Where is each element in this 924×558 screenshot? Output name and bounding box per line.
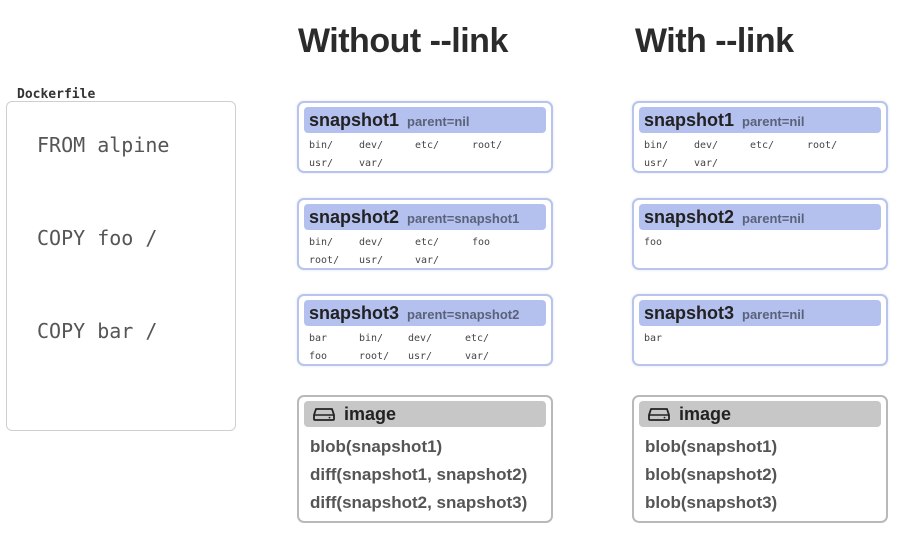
snapshot-parent: parent=nil (407, 114, 470, 129)
with-snapshot3-card: snapshot3 parent=nil bar (632, 294, 888, 366)
file-entry: foo (472, 237, 491, 248)
snapshot-header: snapshot3 parent=snapshot2 (304, 300, 546, 326)
dockerfile-line-from: FROM alpine (37, 133, 170, 157)
file-entry: etc/ (415, 140, 440, 151)
file-entry: var/ (465, 351, 490, 362)
file-entry: usr/ (309, 158, 334, 169)
with-snapshot2-card: snapshot2 parent=nil foo (632, 198, 888, 270)
file-entry: dev/ (359, 140, 384, 151)
snapshot-name: snapshot2 (644, 207, 735, 227)
snapshot-header: snapshot1 parent=nil (304, 107, 546, 133)
file-entry: root/ (309, 255, 340, 266)
file-entry: usr/ (644, 158, 669, 169)
image-layer: blob(snapshot1) (310, 437, 443, 456)
snapshot-parent: parent=nil (742, 211, 805, 226)
dockerfile-line-copy-bar: COPY bar / (37, 319, 158, 343)
file-entry: bin/ (309, 140, 334, 151)
file-entry: bin/ (309, 237, 334, 248)
image-header: image (304, 401, 546, 427)
disk-icon (313, 408, 335, 421)
disk-icon (648, 408, 670, 421)
file-entry: dev/ (408, 333, 433, 344)
file-entry: var/ (415, 255, 440, 266)
with-image-card: image blob(snapshot1) blob(snapshot2) bl… (632, 395, 888, 523)
image-layer: diff(snapshot1, snapshot2) (310, 465, 528, 484)
file-entry: usr/ (359, 255, 384, 266)
snapshot-name: snapshot1 (309, 110, 400, 130)
file-entry: foo (309, 351, 328, 362)
file-entry: etc/ (465, 333, 490, 344)
file-entry: var/ (359, 158, 384, 169)
file-entry: bar (309, 333, 328, 344)
snapshot-header: snapshot3 parent=nil (639, 300, 881, 326)
file-entry: foo (644, 237, 663, 248)
file-entry: dev/ (359, 237, 384, 248)
file-entry: bin/ (644, 140, 669, 151)
image-title: image (679, 404, 732, 424)
file-entry: usr/ (408, 351, 433, 362)
without-snapshot2-card: snapshot2 parent=snapshot1 bin/ dev/ etc… (297, 198, 553, 270)
dockerfile-line-copy-foo: COPY foo / (37, 226, 158, 250)
snapshot-name: snapshot1 (644, 110, 735, 130)
image-layer: blob(snapshot3) (645, 493, 778, 512)
file-entry: root/ (359, 351, 390, 362)
file-entry: root/ (472, 140, 503, 151)
snapshot-header: snapshot1 parent=nil (639, 107, 881, 133)
file-entry: etc/ (415, 237, 440, 248)
without-image-card: image blob(snapshot1) diff(snapshot1, sn… (297, 395, 553, 523)
file-entry: etc/ (750, 140, 775, 151)
with-snapshot1-card: snapshot1 parent=nil bin/ dev/ etc/ root… (632, 101, 888, 173)
snapshot-name: snapshot2 (309, 207, 400, 227)
image-title: image (344, 404, 397, 424)
without-snapshot1-card: snapshot1 parent=nil bin/ dev/ etc/ root… (297, 101, 553, 173)
snapshot-name: snapshot3 (644, 303, 735, 323)
file-entry: var/ (694, 158, 719, 169)
dockerfile-box: FROM alpine COPY foo / COPY bar / (6, 101, 236, 431)
dockerfile-label: Dockerfile (17, 87, 96, 102)
file-entry: bin/ (359, 333, 384, 344)
snapshot-parent: parent=nil (742, 307, 805, 322)
snapshot-header: snapshot2 parent=nil (639, 204, 881, 230)
snapshot-parent: parent=snapshot2 (407, 307, 520, 322)
snapshot-parent: parent=nil (742, 114, 805, 129)
snapshot-header: snapshot2 parent=snapshot1 (304, 204, 546, 230)
file-entry: root/ (807, 140, 838, 151)
image-header: image (639, 401, 881, 427)
file-entry: bar (644, 333, 663, 344)
heading-with-link: With --link (635, 22, 794, 60)
image-layer: diff(snapshot2, snapshot3) (310, 493, 528, 512)
snapshot-name: snapshot3 (309, 303, 400, 323)
without-snapshot3-card: snapshot3 parent=snapshot2 bar bin/ dev/… (297, 294, 553, 366)
image-layer: blob(snapshot2) (645, 465, 778, 484)
snapshot-parent: parent=snapshot1 (407, 211, 520, 226)
heading-without-link: Without --link (298, 22, 508, 60)
file-entry: dev/ (694, 140, 719, 151)
image-layer: blob(snapshot1) (645, 437, 778, 456)
